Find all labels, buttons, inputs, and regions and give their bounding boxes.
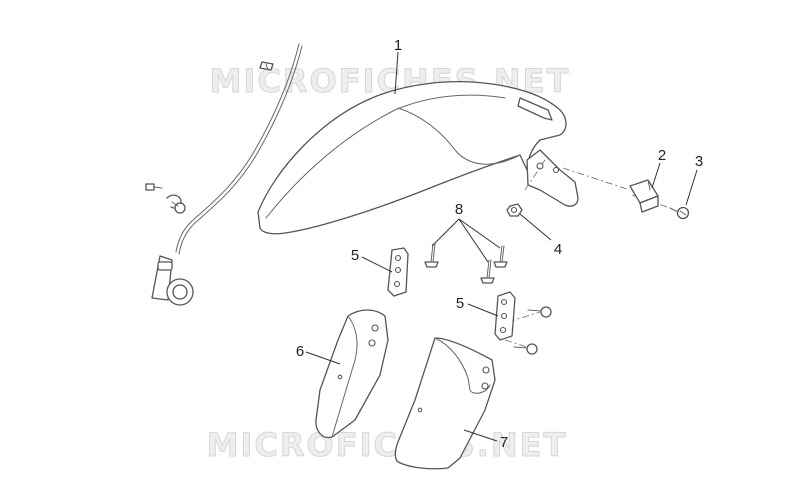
leader-8b [458,218,489,263]
leader-7 [463,429,498,442]
callout-1: 1 [394,37,402,54]
bracket-right-part [494,291,516,341]
bolts-bracket-right [513,306,552,355]
bracket-left-part [387,247,409,297]
leader-4 [519,213,552,241]
callout-5-right: 5 [456,295,464,312]
screws-part-8 [424,243,508,284]
front-mudguard-part [257,81,579,235]
leader-5a [361,256,393,273]
screw-part-3 [669,206,690,220]
assembly-line-nut [524,159,546,191]
callout-3: 3 [695,153,703,170]
assembly-line-clip [562,167,631,191]
speedometer-cable-assembly [145,43,303,306]
callout-4: 4 [554,241,562,258]
callout-6: 6 [296,343,304,360]
nut-part-4 [506,203,523,217]
leader-8c [458,218,501,249]
callout-7: 7 [500,434,508,451]
mudguard-mount-tab [526,149,579,207]
small-screw-part [145,183,155,191]
leader-1 [394,51,399,95]
right-fork-cover-part [394,337,496,470]
callout-5-left: 5 [351,247,359,264]
callout-8: 8 [455,201,463,218]
callout-2: 2 [658,147,666,164]
clip-part [629,179,659,213]
leader-3 [685,169,698,206]
speedometer-cable-part [175,43,300,253]
watermark-bottom: MICROFICHES.NET [207,426,568,464]
left-fork-cover-part [315,309,389,439]
leader-5b [467,303,499,317]
leader-8a [431,218,460,247]
leader-6 [305,351,341,365]
leader-2 [651,162,661,189]
